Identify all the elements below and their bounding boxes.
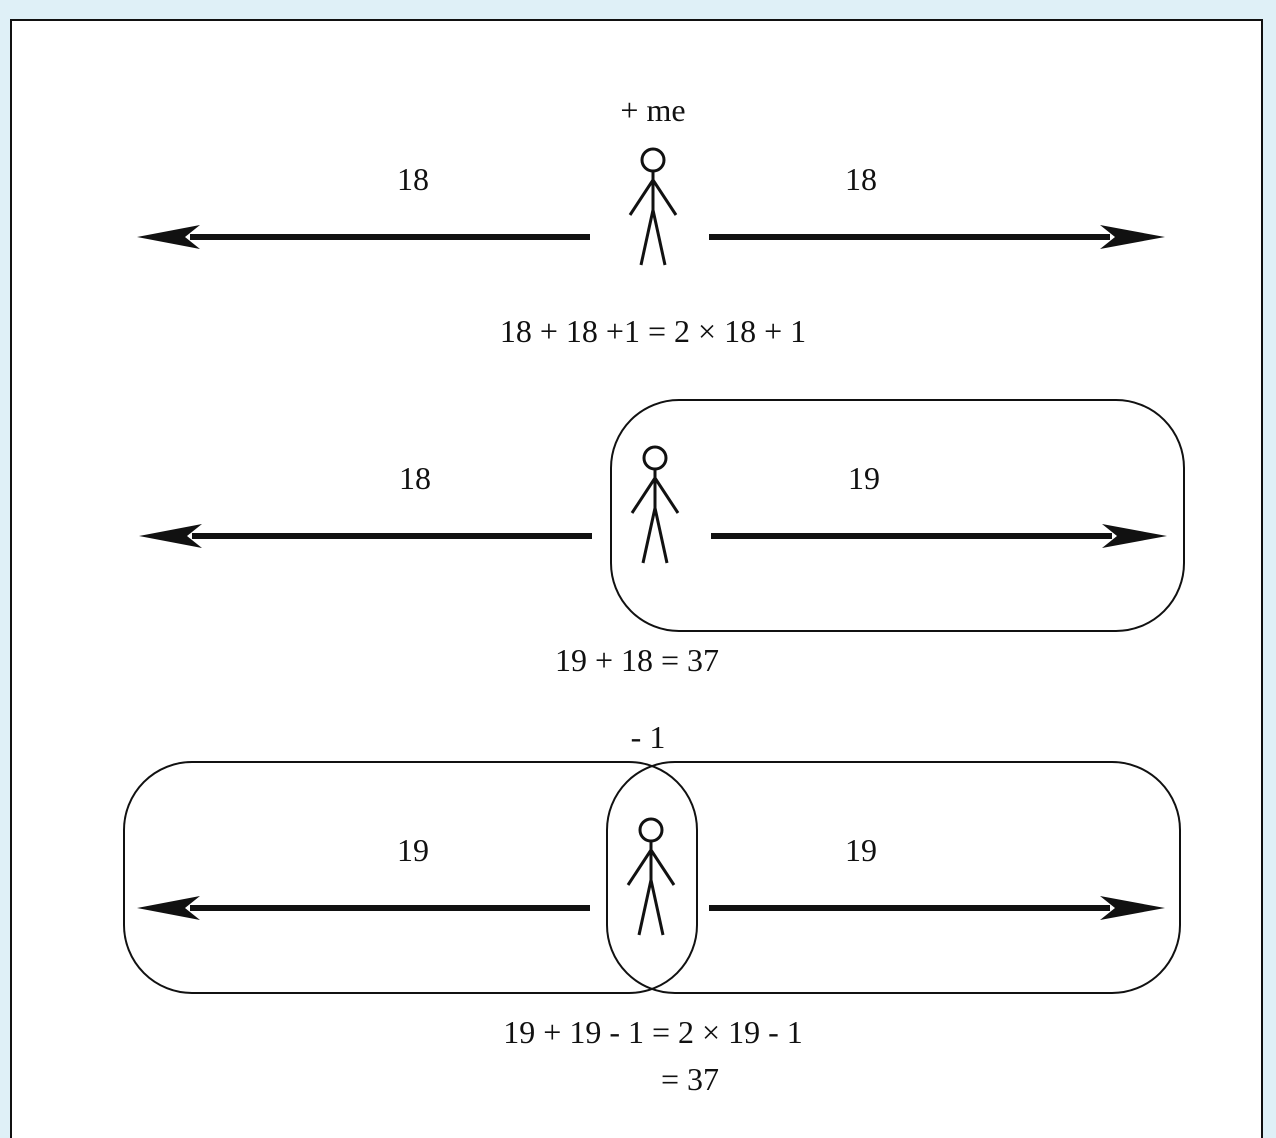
row-3: - 1 19 19 19 + 19 - 1 = 2 × 19 - 1 = 37 <box>123 719 1181 1097</box>
row3-equation-line1: 19 + 19 - 1 = 2 × 19 - 1 <box>503 1014 802 1050</box>
row1-top-label: + me <box>620 92 685 128</box>
arrow-right-icon <box>709 896 1165 920</box>
arrow-right-icon <box>711 524 1167 548</box>
row-2: 18 19 19 + 18 = 37 <box>139 399 1185 678</box>
row1-equation: 18 + 18 +1 = 2 × 18 + 1 <box>500 313 806 349</box>
row2-right-count: 19 <box>848 460 880 496</box>
group-outline-left <box>123 761 698 994</box>
arrow-left-icon <box>137 896 590 920</box>
row2-equation: 19 + 18 = 37 <box>555 642 719 678</box>
row3-left-count: 19 <box>397 832 429 868</box>
row2-left-count: 18 <box>399 460 431 496</box>
arrow-left-icon <box>137 225 590 249</box>
group-outline-right <box>606 761 1181 994</box>
arrow-left-icon <box>139 524 592 548</box>
row3-top-label: - 1 <box>631 719 666 755</box>
panel-frame <box>10 19 1263 1138</box>
group-outline-right <box>610 399 1185 632</box>
row3-right-count: 19 <box>845 832 877 868</box>
row1-right-count: 18 <box>845 161 877 197</box>
row3-equation-line2: = 37 <box>661 1061 719 1097</box>
row-1: + me 18 18 18 + 18 +1 = 2 × 18 + 1 <box>137 92 1165 349</box>
arrow-right-icon <box>709 225 1165 249</box>
row1-left-count: 18 <box>397 161 429 197</box>
